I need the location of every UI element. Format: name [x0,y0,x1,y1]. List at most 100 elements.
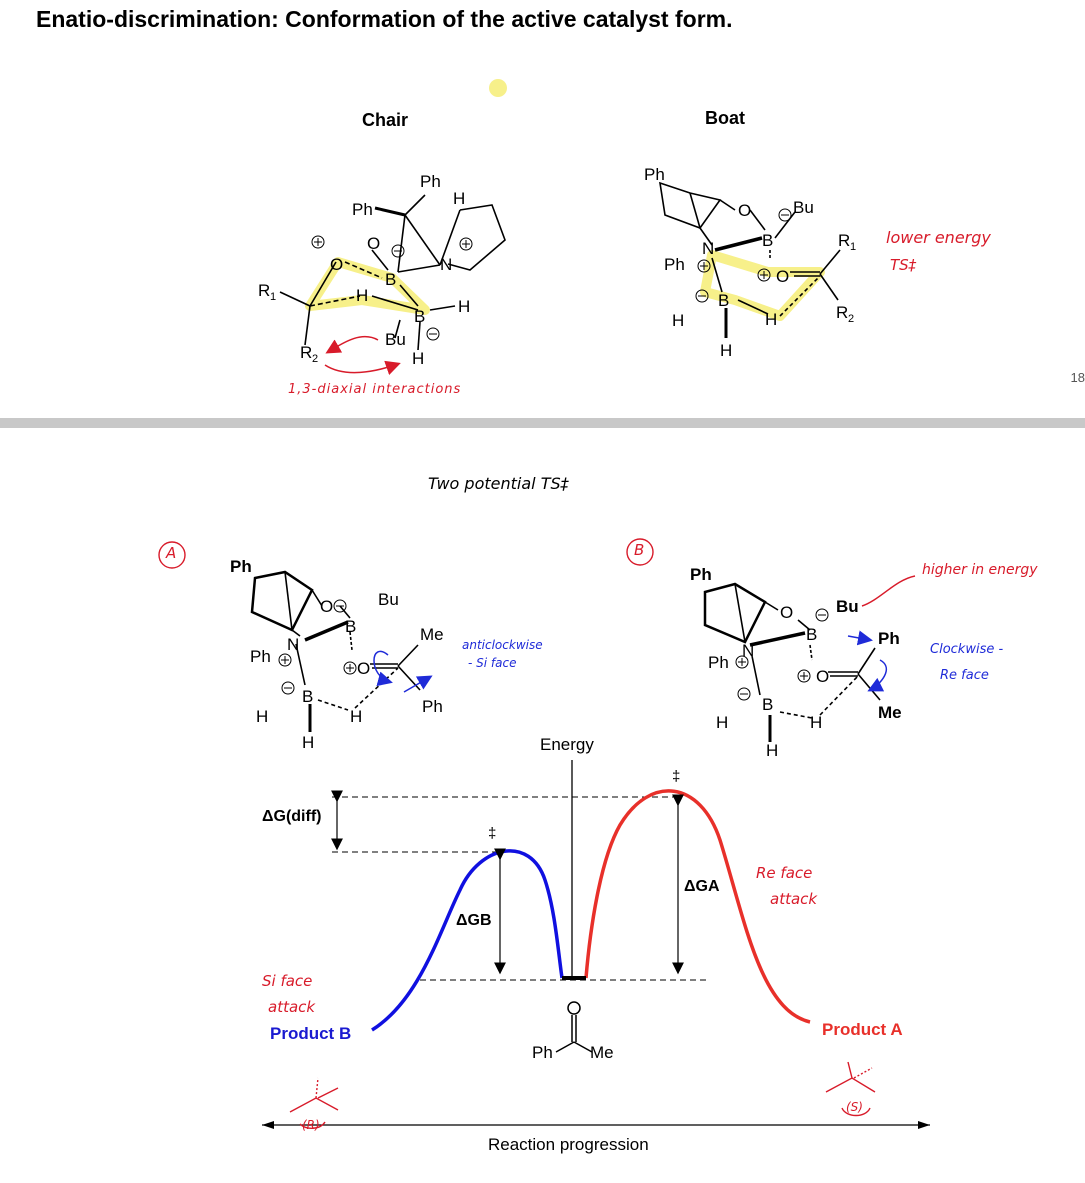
energy-axis-label: Energy [540,735,594,754]
svg-text:Ph: Ph [250,647,271,666]
svg-text:O: O [320,597,333,616]
svg-text:H: H [672,311,684,330]
svg-text:B: B [806,625,817,644]
svg-text:Ph: Ph [352,200,373,219]
ts-b-atom-labels: Ph O B Bu N Ph O B H H H Ph Me [690,565,902,760]
product-a-config: (S) [846,1100,863,1114]
svg-text:R: R [258,281,270,300]
svg-text:H: H [412,349,424,368]
svg-text:R: R [300,343,312,362]
svg-text:H: H [458,297,470,316]
edge-page-number: 18 [1070,370,1085,385]
reference-lines [332,796,710,981]
boat-structure [659,181,841,338]
svg-text:O: O [738,201,751,220]
delta-g-b-label: ΔGB [456,912,492,929]
svg-text:2: 2 [312,353,318,365]
boat-label: Boat [705,108,745,128]
svg-text:H: H [720,341,732,360]
ts-a-rotation-note: anticlockwise [462,638,543,652]
circle-a-label: A [166,544,177,562]
section-divider [0,418,1085,428]
circle-b-ring [626,538,654,566]
ts-a-dagger: ‡ [672,768,681,785]
svg-text:H: H [302,733,314,752]
reaction-axis-label: Reaction progression [488,1135,649,1154]
svg-text:O: O [330,255,343,274]
ts-b-higher-note: higher in energy [922,562,1038,578]
ketone-structure [555,1001,593,1053]
re-attack-note: Re face [756,864,813,882]
svg-text:B: B [718,291,729,310]
svg-text:O: O [357,659,370,678]
svg-text:B: B [385,270,396,289]
svg-text:Ph: Ph [690,565,712,584]
svg-text:Ph: Ph [644,165,665,184]
ts-b-rotation-note: Clockwise - [930,642,1004,657]
svg-text:Me: Me [878,703,902,722]
chair-charges [311,235,473,341]
svg-text:H: H [766,741,778,760]
si-attack-note-2: attack [268,998,316,1016]
svg-text:N: N [702,239,714,258]
re-attack-note-2: attack [770,890,818,908]
chair-label: Chair [362,110,409,130]
svg-text:Me: Me [420,625,444,644]
svg-text:Ph: Ph [708,653,729,672]
ts-a-arrows [373,650,433,693]
svg-text:H: H [350,707,362,726]
boat-charges [695,208,792,303]
svg-text:N: N [440,255,452,274]
svg-text:N: N [287,635,299,654]
svg-text:2: 2 [848,313,854,325]
svg-text:O: O [780,603,793,622]
diaxial-note: 1,3-diaxial interactions [288,382,462,397]
reaction-axis-left-arrow [262,1121,274,1129]
delta-g-diff-label: ΔG(diff) [262,808,322,825]
ts-b-face-note: Re face [940,668,989,683]
ts-b-arrows [847,630,887,692]
svg-text:H: H [765,310,777,329]
si-attack-note: Si face [262,972,313,990]
product-b-label: Product B [270,1024,352,1043]
ketone-me-label: Me [590,1043,614,1062]
product-b-config: (R) [302,1118,320,1132]
curve-a [584,789,811,1024]
page-title: Enatio-discrimination: Conformation of t… [36,6,733,32]
svg-text:N: N [742,641,754,660]
svg-text:Bu: Bu [385,330,406,349]
svg-text:Ph: Ph [664,255,685,274]
ts-a-charges [278,599,357,695]
circle-b-label: B [634,541,645,559]
reaction-axis-right-arrow [918,1121,930,1129]
delta-g-a-label: ΔGA [684,878,720,895]
ketone-ph-label: Ph [532,1043,553,1062]
svg-text:H: H [256,707,268,726]
svg-text:Ph: Ph [420,172,441,191]
ts-b-charges [735,608,829,701]
svg-text:B: B [345,617,356,636]
svg-text:B: B [302,687,313,706]
ts-b-structure [703,582,881,742]
svg-text:B: B [762,231,773,250]
svg-text:H: H [453,189,465,208]
product-b-structure [289,1077,339,1129]
svg-text:R: R [838,231,850,250]
lower-energy-ts-note: TS‡ [890,256,917,274]
curve-b [371,849,564,1032]
diaxial-arrows [324,335,401,376]
two-ts-note: Two potential TS‡ [428,474,569,493]
ts-b-dagger: ‡ [488,825,497,842]
svg-text:Bu: Bu [836,597,859,616]
svg-text:Ph: Ph [878,629,900,648]
svg-text:1: 1 [850,241,856,253]
svg-text:Ph: Ph [230,557,252,576]
product-a-structure [825,1061,876,1117]
svg-text:B: B [762,695,773,714]
product-a-label: Product A [822,1020,903,1039]
ts-a-atom-labels: Ph O B Bu N Ph O B H H H Me Ph [230,557,444,752]
svg-text:Bu: Bu [378,590,399,609]
svg-text:O: O [776,267,789,286]
